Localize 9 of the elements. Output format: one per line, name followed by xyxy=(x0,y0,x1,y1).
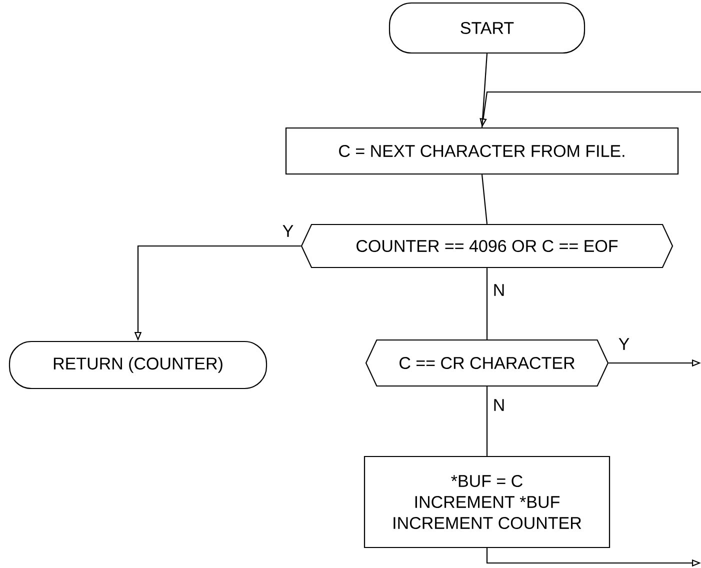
process-box: C = NEXT CHARACTER FROM FILE. xyxy=(285,127,679,175)
edge-label: Y xyxy=(281,224,295,238)
edge-label: N xyxy=(492,283,506,297)
terminal-box: RETURN (COUNTER) xyxy=(8,340,268,390)
edge-label: N xyxy=(492,398,506,412)
edge-label: Y xyxy=(617,337,631,351)
process-box: *BUF = C INCREMENT *BUF INCREMENT COUNTER xyxy=(364,456,610,548)
terminal-box: START xyxy=(388,2,586,54)
decision-hexagon: C == CR CHARACTER xyxy=(365,339,609,387)
